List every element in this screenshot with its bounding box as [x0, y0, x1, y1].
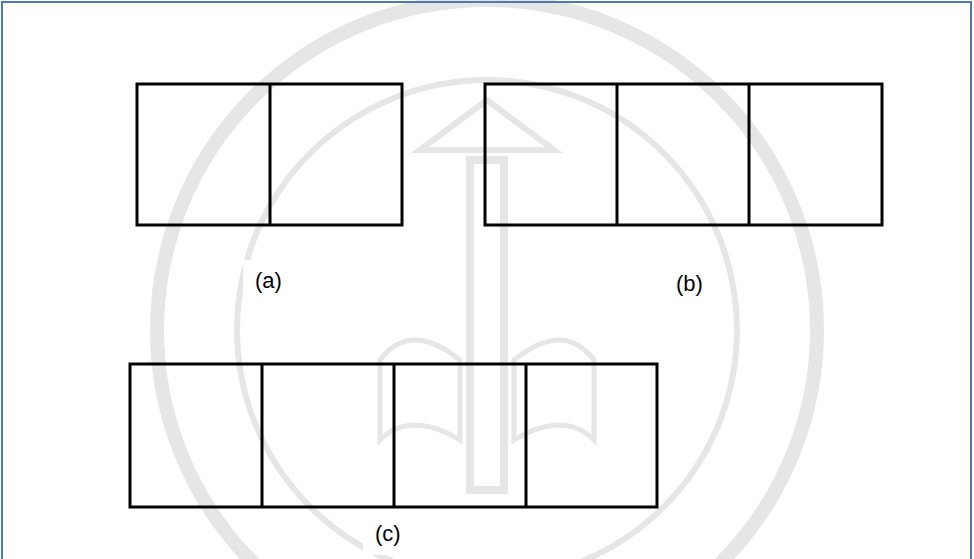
figure-label: (c) [363, 513, 413, 555]
square-row-b [485, 84, 882, 225]
square-row-c [130, 364, 657, 507]
figure-label: (a) [243, 260, 294, 302]
square-row-a [137, 84, 402, 225]
figure-label: (b) [664, 263, 715, 305]
